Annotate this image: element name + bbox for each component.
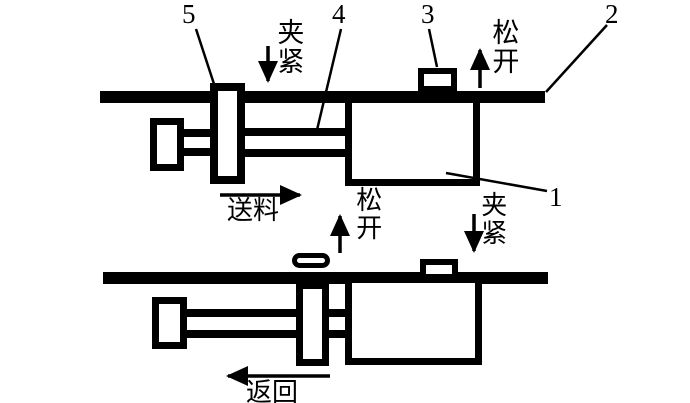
clamp-body-block-bottom	[345, 283, 482, 365]
part-label-1: 1	[549, 182, 563, 212]
annotation-release-top: 松开	[492, 18, 520, 78]
part-label-3: 3	[421, 0, 435, 29]
leader-line-5	[194, 28, 216, 85]
cylinder-end-block-bottom	[152, 297, 187, 349]
piston-rod-left-bottom	[187, 309, 297, 338]
leader-line-3	[427, 28, 439, 68]
stop-bracket-bottom	[420, 259, 458, 274]
leader-line-4	[315, 28, 343, 131]
released-pad-pill	[292, 253, 330, 268]
rail-bar-top	[100, 91, 545, 103]
clamp-slider-block-bottom	[296, 282, 329, 366]
annotation-release-mid: 松开	[356, 186, 383, 244]
cylinder-end-block-top	[150, 118, 184, 171]
part-label-2: 2	[605, 0, 619, 29]
annotation-clamp-top: 夹紧	[277, 18, 305, 78]
piston-rod-right-top	[245, 128, 346, 157]
annotation-feed: 送料	[227, 196, 280, 225]
rail-bar-bottom	[103, 272, 548, 284]
annotation-return: 返回	[246, 378, 299, 403]
part-label-4: 4	[332, 0, 346, 29]
leader-line-2	[545, 24, 608, 93]
piston-rod-right-bottom	[329, 309, 346, 338]
part-label-5: 5	[182, 0, 196, 29]
piston-rod-left-top	[184, 129, 211, 156]
clamp-body-block-top	[345, 103, 480, 186]
annotation-clamp-mid: 夹紧	[481, 191, 508, 249]
clamp-slider-block-top	[210, 83, 245, 184]
stop-block-top	[418, 68, 457, 92]
